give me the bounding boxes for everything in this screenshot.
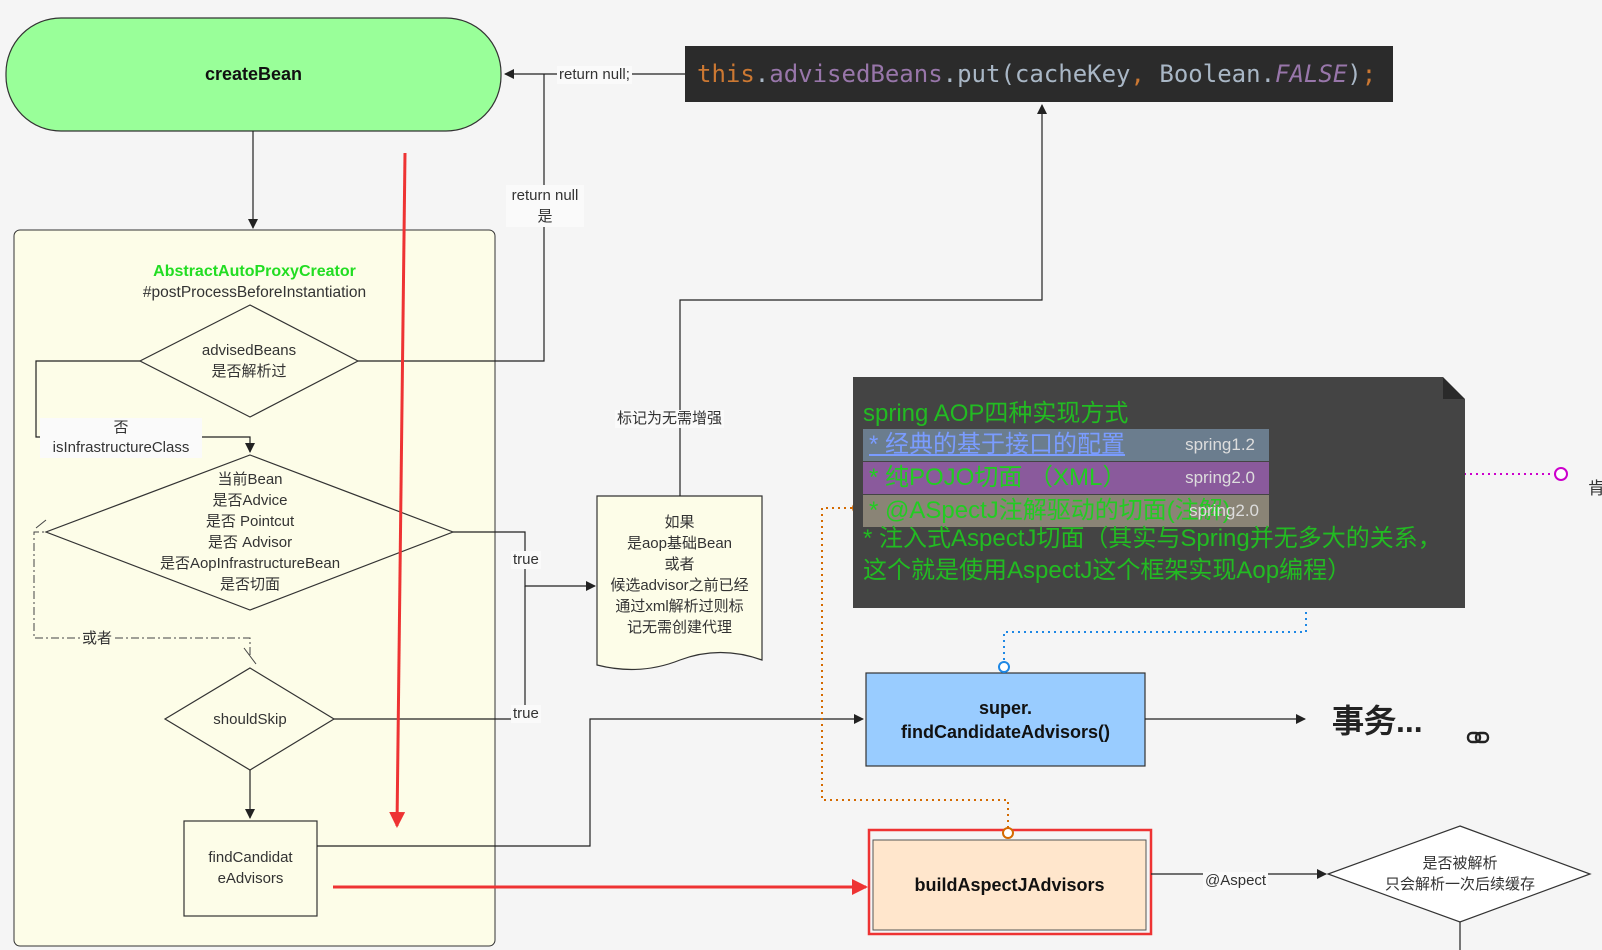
label-mark-no-enhance: 标记为无需增强 — [615, 410, 725, 428]
edge-doc-to-code — [679, 104, 1047, 496]
super-find-line-2: findCandidateAdvisors() — [900, 721, 1110, 742]
label-return-null-top: return null; — [557, 66, 632, 84]
note-fold-corner — [1443, 377, 1465, 399]
current-bean-line-4: 是否 Advisor — [207, 534, 293, 551]
super-find-label: super. findCandidateAdvisors() — [866, 673, 1145, 766]
note-row-injected: * 注入式AspectJ切面（其实与Spring并无多大的关系，这个就是使用As… — [863, 525, 1442, 584]
panel-subtitle-text: #postProcessBeforeInstantiation — [142, 284, 367, 301]
code-comma: , — [1130, 60, 1160, 88]
is-parsed-line-2: 只会解析一次后续缓存 — [1384, 876, 1535, 893]
code-field: advisedBeans — [769, 60, 943, 88]
cut-right-text: 肯 — [1588, 479, 1602, 498]
current-bean-line-2: 是否Advice — [212, 492, 288, 509]
label-return-null-yes-1: return null — [511, 187, 579, 204]
code-dot-3: . — [1260, 60, 1276, 88]
dot-super-top — [998, 661, 1010, 673]
find-candidate-advisors-node[interactable] — [183, 820, 318, 917]
panel-title: AbstractAutoProxyCreator #postProcessBef… — [14, 261, 495, 303]
transaction-label[interactable]: 事务... — [1332, 703, 1423, 739]
label-true-1: true — [511, 551, 541, 569]
note-title: spring AOP四种实现方式 — [863, 400, 1129, 427]
current-bean-decision[interactable] — [44, 454, 455, 611]
doc-note-line-5: 通过xml解析过则标 — [615, 598, 744, 615]
should-skip-label: shouldSkip — [213, 710, 287, 728]
aop-methods-note: spring AOP四种实现方式 * 经典的基于接口的配置 spring1.2 … — [853, 377, 1465, 608]
code-const: FALSE — [1275, 60, 1348, 88]
label-no: 否 — [113, 419, 129, 436]
code-method: put — [957, 60, 1001, 88]
doc-note-shape — [596, 495, 763, 671]
current-bean-line-6: 是否切面 — [219, 576, 280, 593]
note-row-pojo-tag: spring2.0 — [1185, 468, 1255, 487]
code-dot-1: . — [754, 60, 770, 88]
code-advised-beans-put: this.advisedBeans.put(cacheKey, Boolean.… — [685, 46, 1393, 102]
build-aspectj-label: buildAspectJAdvisors — [914, 874, 1105, 895]
edge-or-tick-2 — [35, 519, 47, 529]
red-arrow-down — [389, 152, 407, 828]
doc-note-line-1: 如果 — [664, 514, 695, 531]
label-return-null-yes: return null 是 — [506, 185, 584, 227]
note-row-interface-text: * 经典的基于接口的配置 — [869, 431, 1126, 458]
super-find-line-1: super. — [978, 697, 1033, 718]
edge-find-to-super — [317, 714, 864, 847]
note-row-aspectj-text: * @ASpectJ注解驱动的切面(注解) — [869, 497, 1231, 524]
link-icon[interactable] — [1466, 731, 1490, 744]
label-is-infra: isInfrastructureClass — [52, 439, 190, 456]
advised-beans-label: advisedBeans 是否解析过 — [140, 338, 358, 384]
panel-title-text: AbstractAutoProxyCreator — [153, 263, 356, 280]
current-bean-line-3: 是否 Pointcut — [205, 513, 295, 530]
advised-beans-line-1: advisedBeans — [201, 342, 297, 359]
dotted-aspectj-to-build — [821, 507, 1009, 832]
dotted-spring12-to-super — [1003, 439, 1307, 665]
dot-build-top — [1002, 827, 1014, 839]
advised-beans-decision[interactable] — [138, 304, 360, 418]
edge-or-loop — [33, 531, 251, 655]
doc-note-label: 如果 是aop基础Bean 或者 候选advisor之前已经 通过xml解析过则… — [597, 510, 762, 640]
doc-note-line-2: 是aop基础Bean — [626, 535, 733, 552]
label-true-2: true — [511, 705, 541, 723]
label-no-infra: 否 isInfrastructureClass — [40, 418, 202, 458]
find-candidate-line-1: findCandidat — [208, 849, 293, 866]
label-or: 或者 — [80, 630, 115, 648]
doc-note-line-3: 或者 — [664, 556, 695, 573]
note-row-pojo: * 纯POJO切面 （XML） spring2.0 — [863, 462, 1269, 494]
edge-or-tick — [243, 647, 257, 665]
code-paren-open: ( — [1000, 60, 1015, 88]
edge-advised-no — [35, 360, 255, 453]
note-row-pojo-text: * 纯POJO切面 （XML） — [869, 464, 1127, 491]
doc-note-line-4: 候选advisor之前已经 — [610, 577, 749, 594]
code-dot-2: . — [942, 60, 958, 88]
find-candidate-label: findCandidat eAdvisors — [184, 845, 317, 891]
create-bean-label: createBean — [204, 64, 303, 84]
note-row-aspectj: * @ASpectJ注解驱动的切面(注解) spring2.0 — [863, 495, 1269, 527]
code-paren-close: ) — [1347, 60, 1362, 88]
is-parsed-label: 是否被解析 只会解析一次后续缓存 — [1350, 852, 1570, 896]
is-parsed-line-1: 是否被解析 — [1422, 855, 1498, 872]
current-bean-label: 当前Bean 是否Advice 是否 Pointcut 是否 Advisor 是… — [100, 468, 400, 596]
code-arg: cacheKey — [1014, 60, 1131, 88]
label-at-aspect: @Aspect — [1203, 872, 1269, 890]
dot-pojo-end — [1554, 467, 1568, 481]
label-return-null-yes-2: 是 — [537, 208, 553, 225]
doc-note-line-6: 记无需创建代理 — [626, 619, 732, 636]
note-row-interface: * 经典的基于接口的配置 spring1.2 — [863, 429, 1269, 461]
current-bean-line-5: 是否AopInfrastructureBean — [159, 555, 341, 572]
note-row-interface-tag: spring1.2 — [1185, 435, 1255, 454]
code-class: Boolean — [1159, 60, 1261, 88]
code-this: this — [697, 60, 755, 88]
code-semicolon: ; — [1361, 60, 1377, 88]
edge-advised-yes-return — [358, 74, 545, 362]
current-bean-line-1: 当前Bean — [217, 471, 283, 488]
note-row-aspectj-tag: spring2.0 — [1189, 501, 1259, 520]
build-aspectj-node[interactable] — [872, 839, 1147, 931]
find-candidate-line-2: eAdvisors — [217, 870, 284, 887]
advised-beans-line-2: 是否解析过 — [211, 363, 287, 380]
